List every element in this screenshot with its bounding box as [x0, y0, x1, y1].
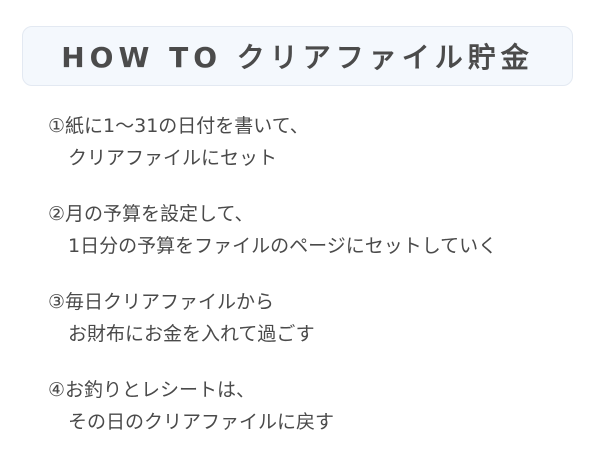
steps-list: ①紙に1〜31の日付を書いて、 クリアファイルにセット ②月の予算を設定して、 …: [48, 110, 578, 462]
step-item-2: ②月の予算を設定して、 1日分の予算をファイルのページにセットしていく: [48, 198, 578, 262]
step-3-line-1: ③毎日クリアファイルから: [48, 291, 275, 313]
title-banner: HOW TO クリアファイル貯金: [22, 26, 573, 86]
step-2-line-2: 1日分の予算をファイルのページにセットしていく: [68, 235, 498, 257]
step-item-4: ④お釣りとレシートは、 その日のクリアファイルに戻す: [48, 374, 578, 438]
step-4-line-1: ④お釣りとレシートは、: [48, 379, 256, 401]
step-1-line-1: ①紙に1〜31の日付を書いて、: [48, 115, 309, 137]
step-4-line-2: その日のクリアファイルに戻す: [68, 411, 335, 433]
step-1-line-2: クリアファイルにセット: [68, 147, 278, 169]
page-title: HOW TO クリアファイル貯金: [61, 41, 534, 74]
step-item-1: ①紙に1〜31の日付を書いて、 クリアファイルにセット: [48, 110, 578, 174]
step-3-line-2: お財布にお金を入れて過ごす: [68, 323, 315, 345]
step-2-line-1: ②月の予算を設定して、: [48, 203, 254, 225]
step-item-3: ③毎日クリアファイルから お財布にお金を入れて過ごす: [48, 286, 578, 350]
